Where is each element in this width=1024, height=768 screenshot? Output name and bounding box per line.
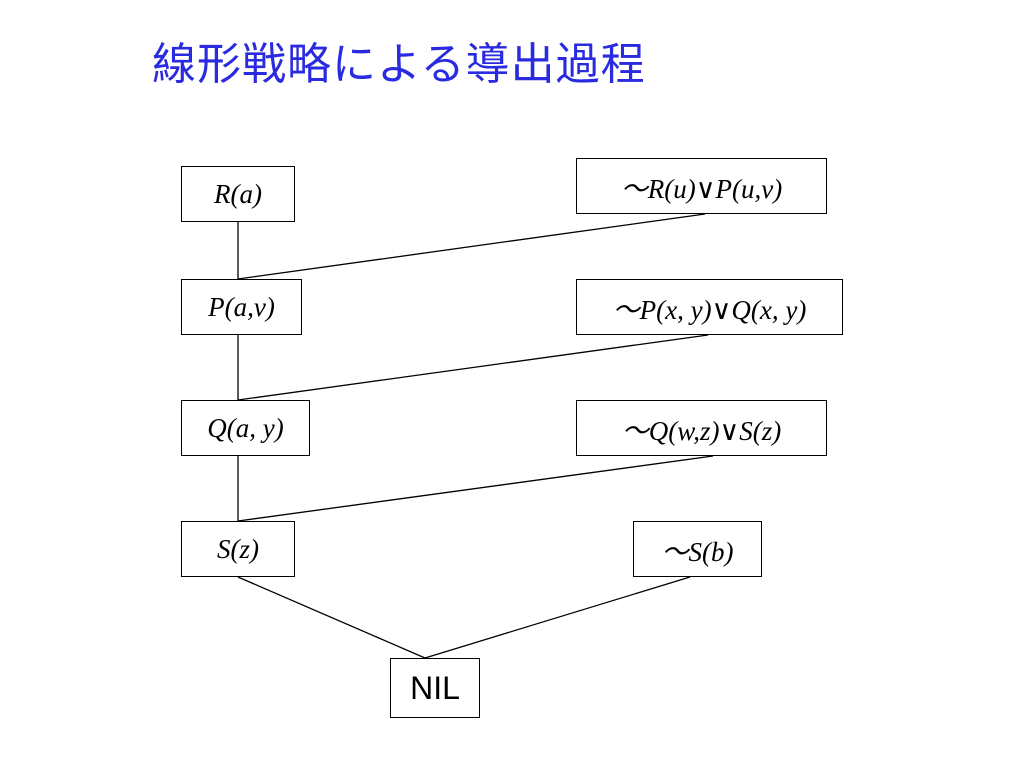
slide-title: 線形戦略による導出過程 [152,39,646,90]
node-s-z: S(z) [181,521,295,577]
node-label: P(a,v) [208,291,275,322]
node-clause-2: ～P(x, y)∨Q(x, y) [576,279,843,335]
edge-c3-sz [237,455,714,522]
node-nil: NIL [390,658,480,718]
edge-sz-nil [237,576,426,659]
node-p-a-v: P(a,v) [181,279,302,335]
node-label: ～R(u)∨P(u,v) [620,173,783,204]
node-label: ～S(b) [661,536,734,567]
node-label: Q(a, y) [207,412,284,443]
node-label: NIL [410,669,460,706]
node-r-a: R(a) [181,166,295,222]
node-label: ～Q(w,z)∨S(z) [621,415,782,446]
edge-c2-qay [237,334,709,401]
edge-c1-pav [237,213,706,280]
node-label: ～P(x, y)∨Q(x, y) [612,294,807,325]
node-clause-4: ～S(b) [633,521,762,577]
node-q-a-y: Q(a, y) [181,400,310,456]
edge-c4-nil [424,576,691,659]
node-label: R(a) [214,178,262,209]
node-label: S(z) [217,533,259,564]
node-clause-3: ～Q(w,z)∨S(z) [576,400,827,456]
node-clause-1: ～R(u)∨P(u,v) [576,158,827,214]
